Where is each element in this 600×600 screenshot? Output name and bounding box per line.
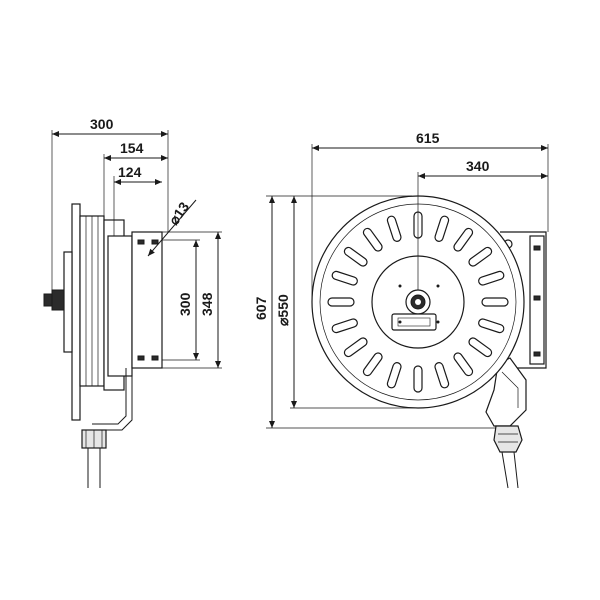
dim-drum-diameter: ⌀550 <box>275 294 291 326</box>
front-view: 615 340 607 ⌀550 <box>253 130 549 489</box>
dim-bracket-height: 348 <box>199 292 215 316</box>
side-axle-nut <box>51 289 65 311</box>
side-guide-arm <box>92 368 133 431</box>
side-mounting-bracket <box>131 231 163 369</box>
dim-overall-height: 607 <box>253 296 269 320</box>
side-view: 300 154 124 ⌀13 300 348 <box>43 116 222 488</box>
dim-overall-depth: 300 <box>90 116 114 132</box>
dim-depth-to-mount-a: 154 <box>120 140 144 156</box>
front-hose-fitting <box>493 425 523 453</box>
dim-overall-width: 615 <box>416 130 440 146</box>
side-axle-end <box>43 293 53 307</box>
dim-hole-diameter: ⌀13 <box>165 199 192 228</box>
front-hose <box>501 451 509 489</box>
side-hub-disc <box>63 251 73 353</box>
dim-center-to-bracket: 340 <box>466 158 490 174</box>
front-drum-slots <box>327 211 509 393</box>
side-inner-plate <box>107 235 133 377</box>
dim-depth-to-mount-b: 124 <box>118 164 142 180</box>
dim-hole-spacing: 300 <box>177 292 193 316</box>
side-drum-rim <box>71 203 81 421</box>
